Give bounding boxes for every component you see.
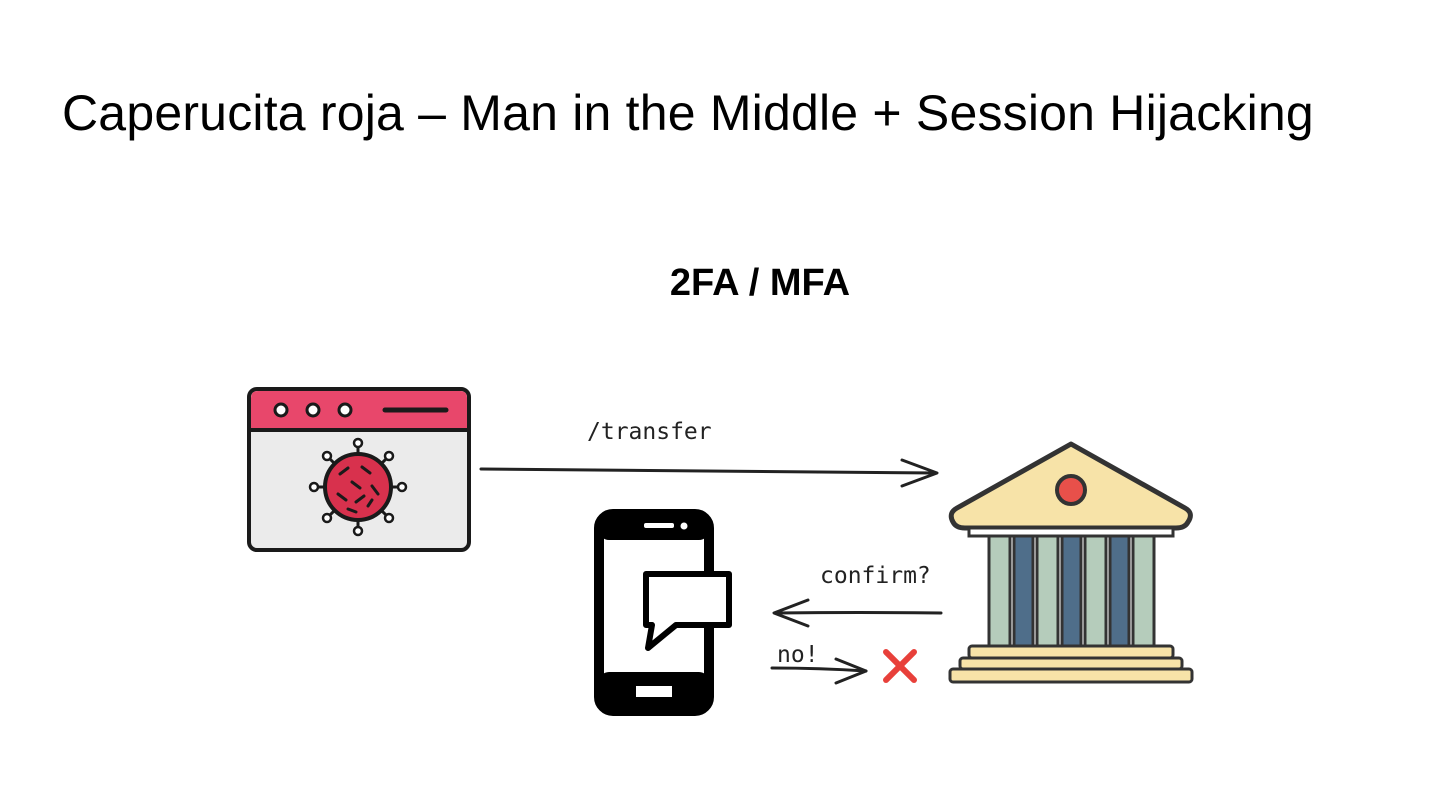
red-x-icon (883, 649, 917, 683)
no-label: no! (777, 642, 819, 668)
infected-browser-icon (247, 387, 471, 552)
transfer-label: /transfer (587, 419, 712, 445)
smartphone-message-icon (594, 509, 732, 716)
slide-title: Caperucita roja – Man in the Middle + Se… (62, 85, 1314, 141)
diagram-subtitle: 2FA / MFA (669, 262, 851, 304)
bank-icon (948, 441, 1194, 684)
confirm-arrow (772, 598, 943, 628)
virus-icon (308, 437, 408, 537)
confirm-label: confirm? (820, 563, 931, 589)
no-arrow (770, 657, 868, 685)
transfer-arrow (479, 458, 939, 488)
